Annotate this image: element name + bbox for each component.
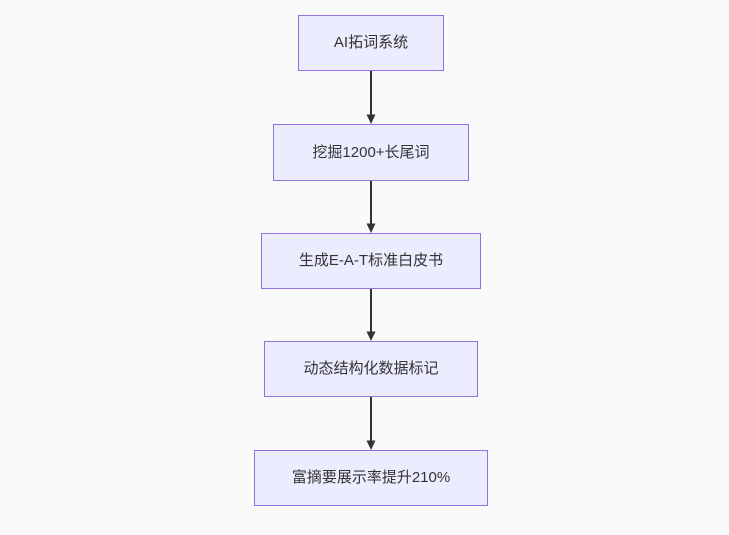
- flowchart-node-ai-system: AI拓词系统: [298, 15, 444, 71]
- arrow-down-icon: [366, 440, 376, 450]
- flowchart-edge: [366, 181, 376, 233]
- arrow-down-icon: [366, 331, 376, 341]
- flowchart-node-structured-data: 动态结构化数据标记: [264, 341, 478, 397]
- node-label: AI拓词系统: [333, 34, 409, 51]
- arrow-down-icon: [366, 114, 376, 124]
- arrow-down-icon: [366, 223, 376, 233]
- flowchart-node-eat-whitepaper: 生成E-A-T标准白皮书: [261, 233, 481, 289]
- flowchart-edge: [366, 397, 376, 450]
- flowchart-edge: [366, 71, 376, 124]
- flowchart-node-longtail-mining: 挖掘1200+长尾词: [273, 124, 469, 181]
- node-label: 富摘要展示率提升210%: [291, 469, 451, 486]
- node-label: 动态结构化数据标记: [303, 360, 439, 377]
- flowchart-node-rich-snippet: 富摘要展示率提升210%: [254, 450, 488, 506]
- node-label: 生成E-A-T标准白皮书: [298, 252, 444, 269]
- node-label: 挖掘1200+长尾词: [312, 143, 430, 161]
- flowchart-edge: [366, 289, 376, 341]
